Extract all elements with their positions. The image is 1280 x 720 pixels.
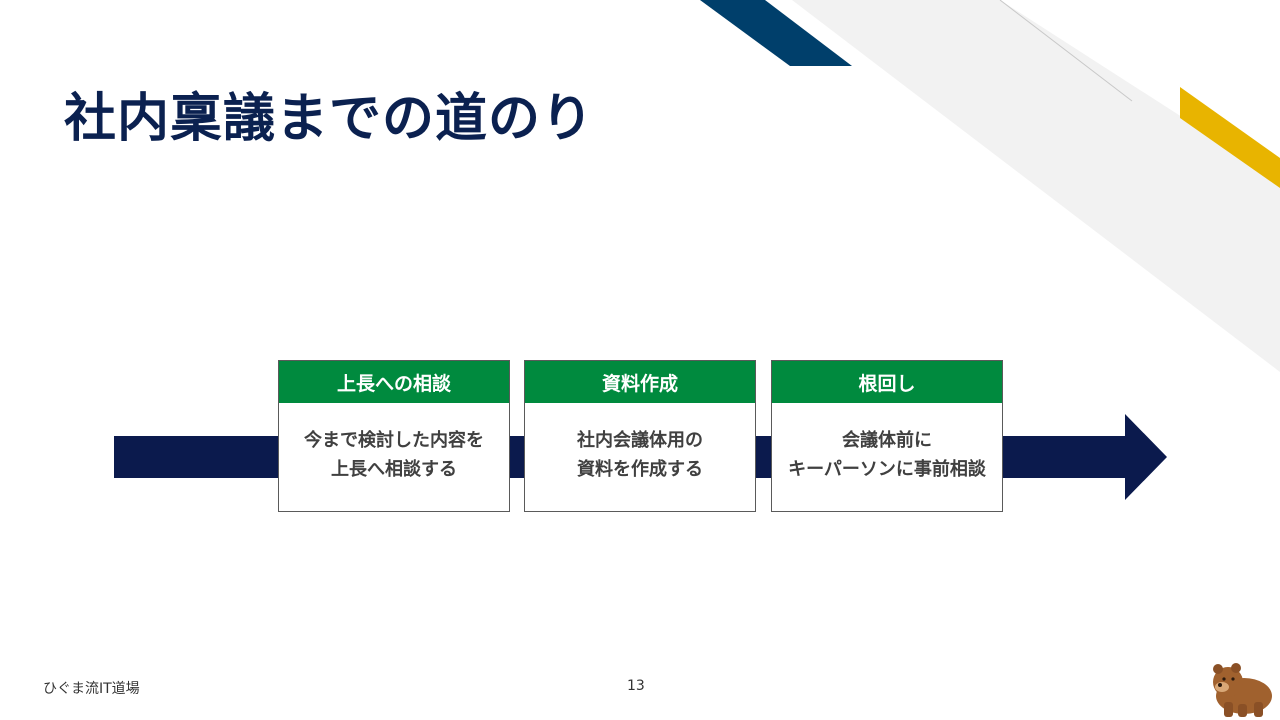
- step-description-line: 社内会議体用の: [577, 430, 703, 451]
- step-heading: 根回し: [772, 361, 1002, 403]
- step-description-line: 資料を作成する: [577, 459, 703, 480]
- page-number: 13: [627, 678, 645, 694]
- blue-diagonal-stripe: [700, 0, 852, 66]
- step-description-line: キーパーソンに事前相談: [788, 459, 986, 480]
- footer-brand: ひぐま流IT道場: [43, 681, 140, 697]
- step-description-line: 今まで検討した内容を: [304, 430, 484, 451]
- step-description: 今まで検討した内容を 上長へ相談する: [279, 403, 509, 511]
- step-description: 社内会議体用の 資料を作成する: [525, 403, 755, 511]
- step-card-create-materials: 資料作成 社内会議体用の 資料を作成する: [524, 360, 756, 512]
- step-description-line: 上長へ相談する: [331, 459, 457, 480]
- step-description-line: 会議体前に: [842, 430, 932, 451]
- gray-diagonal-band: [792, 0, 1280, 372]
- slide-title: 社内稟議までの道のり: [64, 89, 595, 149]
- step-heading: 上長への相談: [279, 361, 509, 403]
- bear-mascot-icon: [1213, 663, 1272, 717]
- gold-diagonal-stripe: [1180, 87, 1280, 188]
- arrow-head: [1125, 414, 1167, 500]
- step-card-consult-boss: 上長への相談 今まで検討した内容を 上長へ相談する: [278, 360, 510, 512]
- gray-diagonal-line: [999, 0, 1133, 102]
- step-description: 会議体前に キーパーソンに事前相談: [772, 403, 1002, 511]
- step-card-groundwork: 根回し 会議体前に キーパーソンに事前相談: [771, 360, 1003, 512]
- step-heading: 資料作成: [525, 361, 755, 403]
